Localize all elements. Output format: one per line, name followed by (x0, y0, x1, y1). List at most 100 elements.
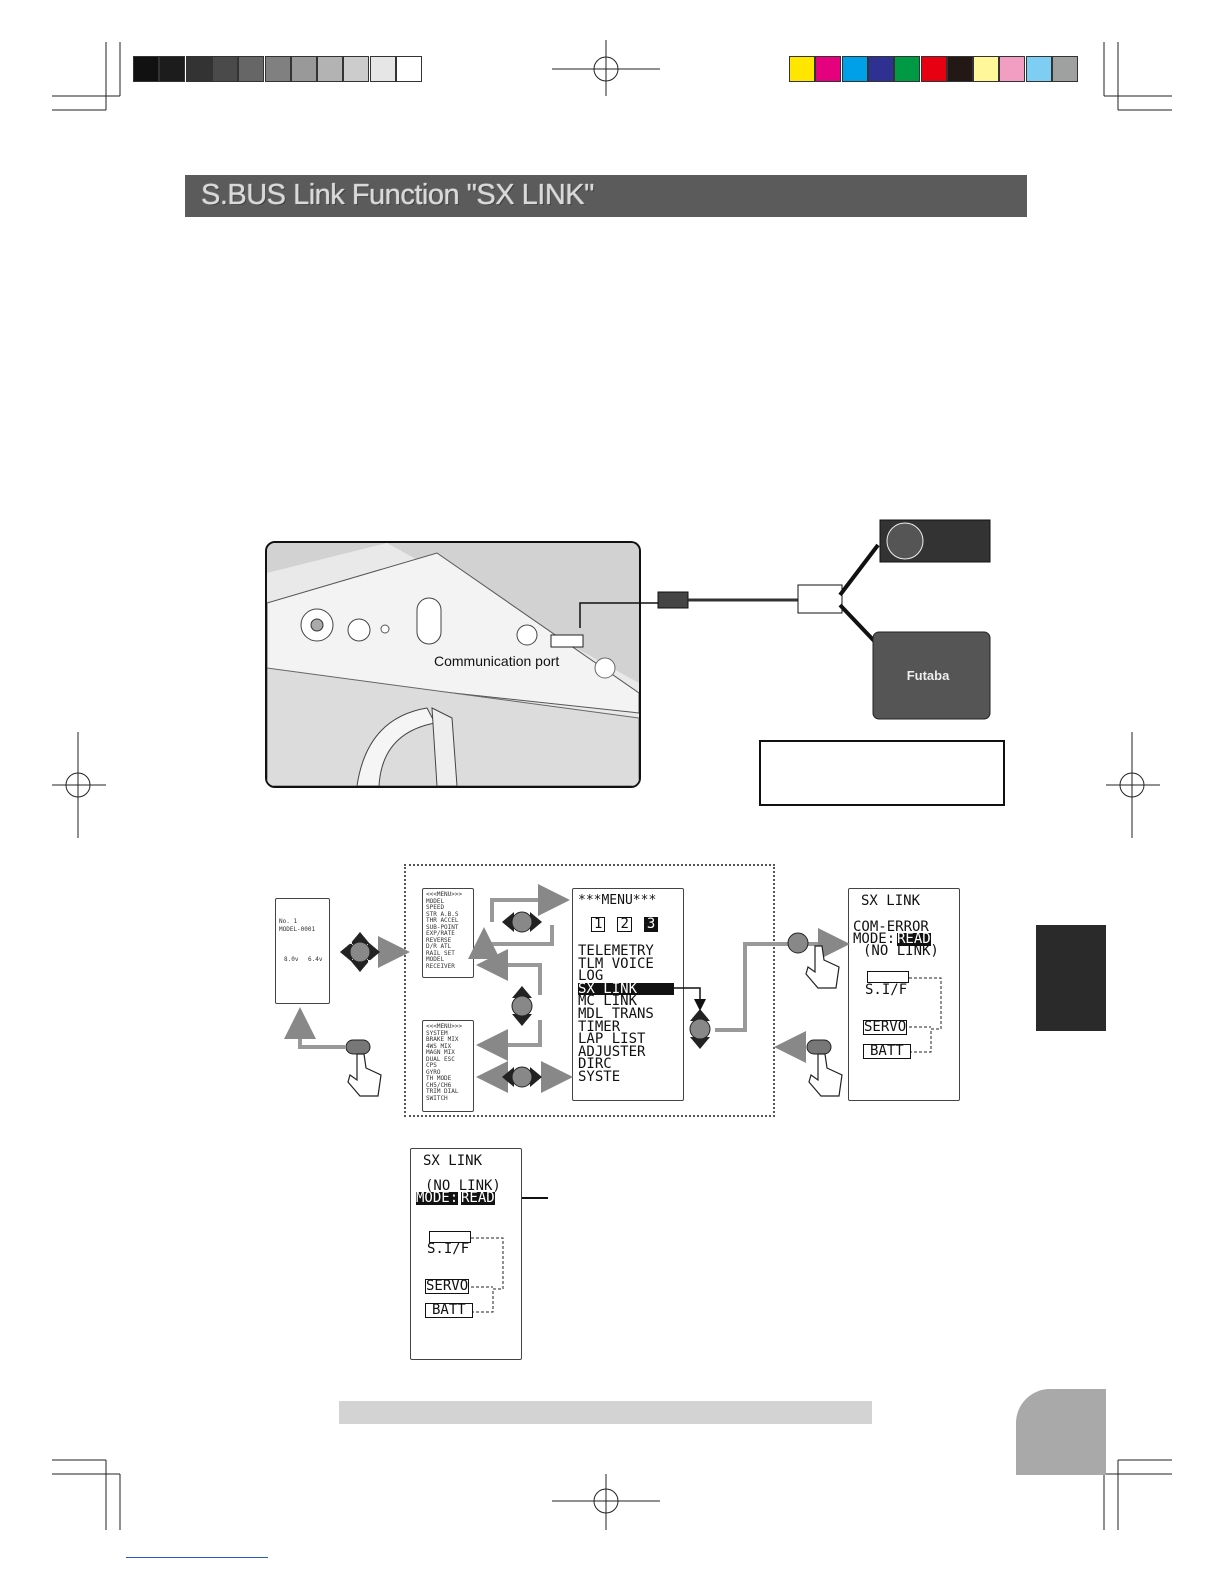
color-swatch (920, 56, 947, 82)
menu1-item: MODEL (426, 956, 445, 963)
menu2-item: GYRO (426, 1068, 441, 1076)
menu1-item: SUB-POINT (426, 923, 459, 931)
menu1-item: D/R ATL (426, 943, 452, 950)
page-number-tab (1016, 1389, 1106, 1475)
menu-item[interactable]: DIRC (578, 1056, 612, 1073)
menu-page-tabs: 1 2 3 (591, 917, 659, 932)
end-button-icons (345, 1039, 832, 1055)
servo-label: SERVO (863, 1019, 908, 1035)
menu1-item: SPEED (426, 904, 445, 911)
menu2-item: 4WS MIX (426, 1042, 452, 1050)
sx-batt-label: BATT (425, 1303, 473, 1318)
gray-swatch (369, 56, 396, 82)
color-swatch (867, 56, 894, 82)
finger-icons (347, 945, 843, 1097)
home-model-name: MODEL-0001 (279, 926, 316, 933)
port-label: S.I/F (865, 982, 908, 998)
menu-page-1[interactable]: 1 (591, 917, 606, 932)
menu2-item: BRAKE MIX (426, 1036, 459, 1043)
home-screen-thumbnail: No. 1 MODEL-0001 8.0v 6.4v (275, 898, 330, 1004)
menu1-item: REVERSE (426, 936, 452, 944)
sx-mode-value[interactable]: READ (461, 1190, 495, 1206)
home-voltage-2: 6.4v (308, 956, 323, 963)
mode-value[interactable]: READ (897, 931, 931, 947)
color-swatch (973, 56, 1000, 82)
menu1-item: <<<MENU>>> (426, 891, 463, 898)
footer-bar (339, 1401, 872, 1424)
gray-swatch (185, 56, 212, 82)
gray-swatch (133, 56, 159, 82)
callout-line (522, 1197, 548, 1199)
menu-item[interactable]: MDL TRANS (578, 1006, 654, 1022)
gray-swatch (396, 56, 422, 82)
home-model-no: No. 1 (279, 918, 298, 925)
menu-item[interactable]: TELEMETRY (578, 943, 654, 959)
com-error-status: COM-ERROR (853, 919, 929, 935)
transmitter-illustration (267, 543, 639, 786)
gray-swatch (238, 56, 265, 82)
menu1-item: RAIL SET (426, 949, 455, 957)
menu2-item: SWITCH (426, 1094, 448, 1102)
sx-link-screen: SX LINK (NO LINK) MODE: READ S.I/F SERVO… (410, 1148, 522, 1360)
color-swatch (815, 56, 842, 82)
menu-item[interactable]: LOG (578, 968, 604, 985)
sx-link-title: SX LINK (423, 1153, 483, 1169)
menu-item[interactable]: TLM VOICE (578, 955, 654, 972)
section-side-tab (1036, 925, 1106, 1031)
color-swatch (1025, 56, 1052, 82)
sx-port-label: S.I/F (427, 1241, 470, 1257)
mode-label: MODE: (853, 931, 896, 947)
jog-button-icons (340, 911, 809, 1088)
futaba-logo: Futaba (907, 668, 950, 683)
sx-wiring-lines (471, 1237, 504, 1313)
color-swatch (789, 56, 815, 82)
menu-page-2[interactable]: 2 (617, 917, 632, 932)
menu1-item: STR A.B.S (426, 910, 459, 918)
menu2-item: TH MODE (426, 1075, 452, 1082)
gray-swatch (290, 56, 317, 82)
menu-item[interactable]: TIMER (578, 1018, 621, 1035)
sx-servo-label: SERVO (425, 1278, 470, 1294)
wiring-lines (909, 977, 942, 1053)
menu1-item: EXP/RATE (426, 930, 455, 937)
menu1-item: MODEL (426, 897, 445, 905)
link-state: (NO LINK) (863, 943, 939, 959)
gray-swatch (264, 56, 291, 82)
sbus-connection-diagram: Futaba (579, 519, 991, 720)
note-box (759, 740, 1005, 806)
gray-swatch (159, 56, 186, 82)
menu2-item: SYSTEM (426, 1029, 448, 1037)
menu-item[interactable]: SYSTE (578, 1069, 621, 1085)
menu1-item: RECEIVER (426, 962, 455, 970)
sx-port-connector-icon (429, 1231, 471, 1243)
menu-item[interactable]: ADJUSTER (578, 1043, 646, 1060)
underline-mark (126, 1557, 268, 1558)
transmitter-photo (265, 541, 641, 788)
port-connector-icon (867, 971, 909, 983)
page-title-bar: S.BUS Link Function "SX LINK" (185, 175, 1027, 217)
page-title: S.BUS Link Function "SX LINK" (201, 179, 594, 211)
menu2-item: CH5/CH6 (426, 1081, 452, 1089)
gray-swatch (317, 56, 344, 82)
menu2-item: CPS (426, 1062, 437, 1069)
batt-label: BATT (863, 1044, 911, 1059)
color-swatch (1052, 56, 1078, 82)
menu2-item: DUAL ESC (426, 1055, 455, 1063)
menu2-item: MAGN MIX (426, 1049, 455, 1056)
color-swatch (841, 56, 868, 82)
sx-link-error-screen: SX LINK COM-ERROR MODE: READ (NO LINK) S… (848, 888, 960, 1101)
menu-item[interactable]: SX LINK (578, 982, 674, 996)
menu-item[interactable]: MC LINK (578, 993, 638, 1010)
menu-item[interactable]: LAP LIST (578, 1031, 646, 1048)
communication-port-label: Communication port (434, 653, 560, 669)
color-swatch (946, 56, 973, 82)
menu1-item: THR ACCEL (426, 917, 459, 924)
sx-mode-label: MODE: (416, 1190, 459, 1206)
gray-swatch (211, 56, 238, 82)
menu-page-3[interactable]: 3 (643, 917, 659, 932)
